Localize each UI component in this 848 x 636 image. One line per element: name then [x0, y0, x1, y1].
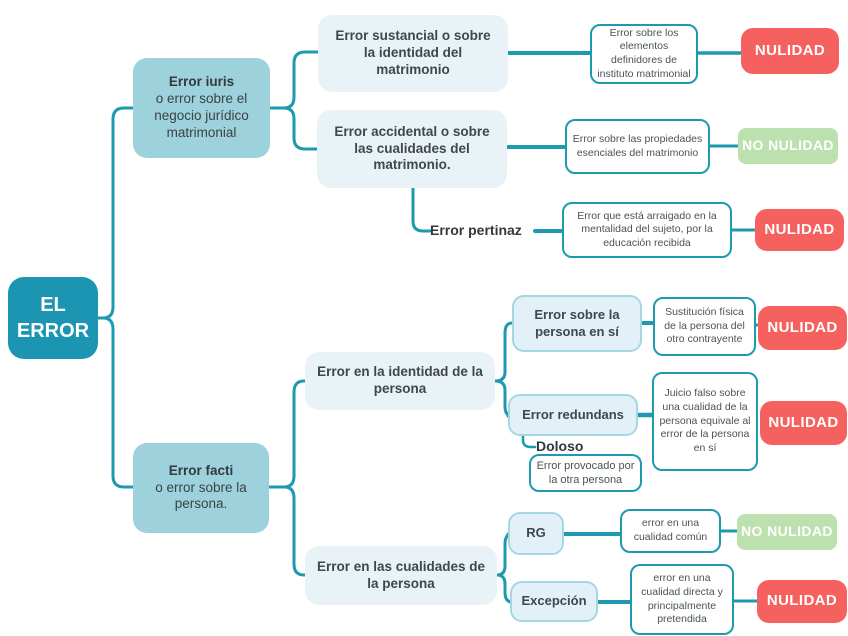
descbox-sustancial: Error sobre los elementos definidores de… [590, 24, 698, 84]
outcome-no-nulidad-rg: NO NULIDAD [737, 514, 837, 550]
root-node-el-error: EL ERROR [8, 277, 98, 359]
branch-error-facti: Error facti o error sobre la persona. [133, 443, 269, 533]
descbox-error-provocado: Error provocado por la otra persona [529, 454, 642, 492]
outcome-nulidad-sustancial: NULIDAD [741, 28, 839, 74]
label-error-pertinaz: Error pertinaz [430, 222, 522, 238]
descbox-excepcion: error en una cualidad directa y principa… [630, 564, 734, 635]
node-rg: RG [508, 512, 564, 555]
node-error-redundans: Error redundans [508, 394, 638, 436]
branch-error-facti-title: Error facti [168, 462, 234, 478]
descbox-accidental: Error sobre las propiedades esenciales d… [565, 119, 710, 174]
node-error-sustancial: Error sustancial o sobre la identidad de… [318, 15, 508, 92]
outcome-nulidad-persona: NULIDAD [758, 306, 847, 350]
branch-error-iuris-subtitle: o error sobre el negocio jurídico matrim… [154, 91, 249, 140]
outcome-nulidad-pertinaz: NULIDAD [755, 209, 844, 251]
branch-error-iuris-title: Error iuris [168, 74, 235, 90]
branch-error-iuris: Error iuris o error sobre el negocio jur… [133, 58, 270, 158]
node-error-cualidades-persona: Error en las cualidades de la persona [305, 546, 497, 605]
outcome-nulidad-excepcion: NULIDAD [757, 580, 847, 623]
descbox-persona-en-si: Sustitución física de la persona del otr… [653, 297, 756, 356]
descbox-rg: error en una cualidad común [620, 509, 721, 553]
descbox-pertinaz: Error que está arraigado en la mentalida… [562, 202, 732, 258]
descbox-redundans: Juicio falso sobre una cualidad de la pe… [652, 372, 758, 471]
outcome-no-nulidad-accidental: NO NULIDAD [738, 128, 838, 164]
node-error-identidad-persona: Error en la identidad de la persona [305, 352, 495, 410]
node-error-persona-en-si: Error sobre la persona en sí [512, 295, 642, 352]
node-error-accidental: Error accidental o sobre las cualidades … [317, 110, 507, 188]
node-excepcion: Excepción [510, 581, 598, 622]
label-doloso: Doloso [536, 438, 584, 454]
branch-error-facti-subtitle: o error sobre la persona. [155, 479, 247, 512]
outcome-nulidad-redundans: NULIDAD [760, 401, 847, 445]
